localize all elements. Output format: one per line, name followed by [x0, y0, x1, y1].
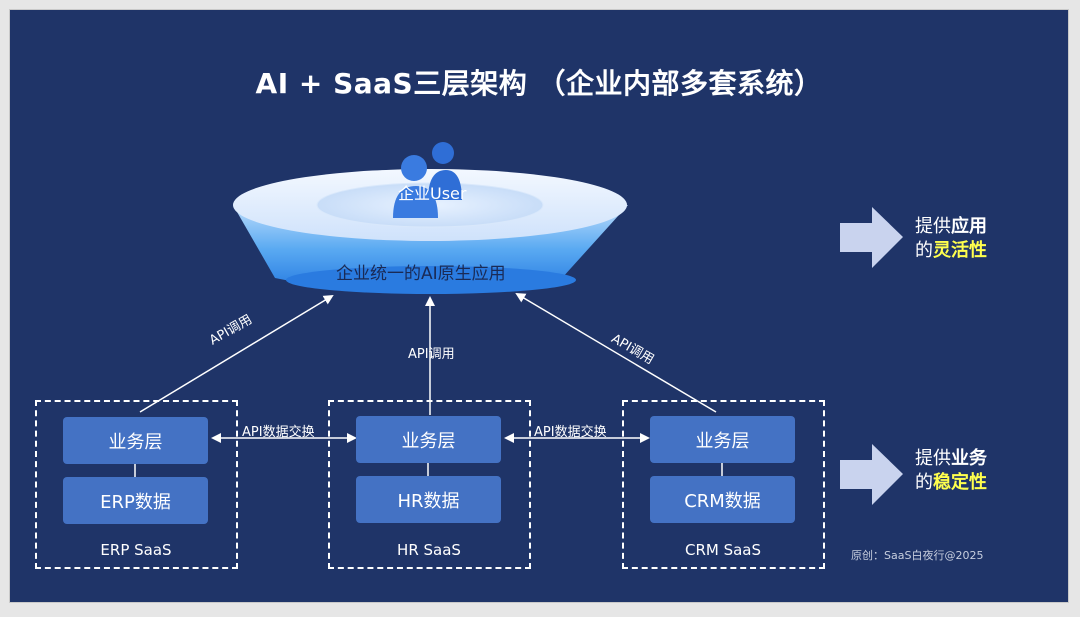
side-note-business-emphasis: 业务	[951, 448, 987, 469]
user-label: 企业User	[398, 184, 467, 203]
api-exchange-label-right: API数据交换	[534, 425, 607, 440]
api-exchange-label-left: API数据交换	[242, 425, 315, 440]
arrow-crm-to-app	[515, 292, 717, 413]
credit-text: 原创：SaaS白夜行@2025	[851, 549, 984, 562]
crm-business-layer: 业务层	[650, 416, 795, 463]
hr-business-layer: 业务层	[356, 416, 501, 463]
side-note-application-prefix: 提供	[915, 216, 951, 237]
app-label: 企业统一的AI原生应用	[336, 264, 506, 284]
side-note-business-prefix2: 的	[915, 472, 933, 493]
users-icon	[393, 142, 462, 218]
side-note-business: 提供业务 的稳定性	[915, 447, 987, 495]
side-note-application-prefix2: 的	[915, 240, 933, 261]
crm-saas-group	[622, 400, 825, 569]
arrow-erp-to-app	[139, 294, 334, 413]
side-note-application: 提供应用 的灵活性	[915, 215, 987, 263]
platform-bottom	[286, 266, 576, 294]
side-note-business-prefix: 提供	[915, 448, 951, 469]
hr-data-box: HR数据	[356, 476, 501, 523]
page-title: AI + SaaS三层架构 （企业内部多套系统）	[255, 67, 823, 100]
architecture-diagram	[134, 142, 903, 505]
side-note-business-highlight: 稳定性	[933, 472, 987, 493]
hr-saas-group	[328, 400, 531, 569]
hr-saas-name: HR SaaS	[397, 541, 461, 559]
side-arrow-business-icon	[840, 444, 903, 505]
api-call-label-center: API调用	[408, 347, 455, 362]
side-arrow-application-icon	[840, 207, 903, 268]
erp-business-layer: 业务层	[63, 417, 208, 464]
slide: AI + SaaS三层架构 （企业内部多套系统）	[10, 10, 1068, 602]
erp-data-box: ERP数据	[63, 477, 208, 524]
crm-saas-name: CRM SaaS	[684, 541, 762, 559]
erp-saas-name: ERP SaaS	[100, 541, 172, 559]
side-note-application-emphasis: 应用	[951, 216, 987, 237]
side-note-application-highlight: 灵活性	[933, 240, 987, 261]
crm-data-box: CRM数据	[650, 476, 795, 523]
erp-saas-group	[35, 400, 238, 569]
